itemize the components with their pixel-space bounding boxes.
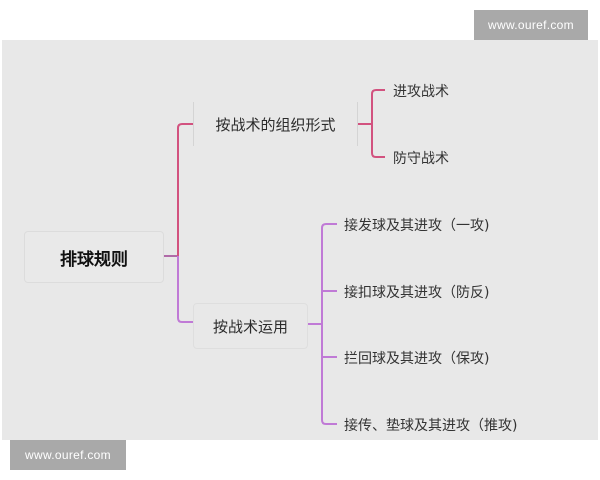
leaf-spike-receive-attack[interactable]: 接扣球及其进攻（防反) [344,285,490,301]
leaf-block-return-attack[interactable]: 拦回球及其进攻（保攻) [344,351,490,367]
watermark-bottom: www.ouref.com [10,440,126,470]
branch-node-organization-form[interactable]: 按战术的组织形式 [193,102,358,146]
root-node[interactable]: 排球规则 [24,231,164,283]
leaf-defense-tactics[interactable]: 防守战术 [393,151,449,167]
leaf-attack-tactics[interactable]: 进攻战术 [393,84,449,100]
branch-node-tactic-application[interactable]: 按战术运用 [193,303,308,349]
watermark-top: www.ouref.com [474,10,588,40]
leaf-serve-receive-attack[interactable]: 接发球及其进攻（一攻) [344,218,490,234]
leaf-pass-dig-attack[interactable]: 接传、垫球及其进攻（推攻) [344,418,518,434]
